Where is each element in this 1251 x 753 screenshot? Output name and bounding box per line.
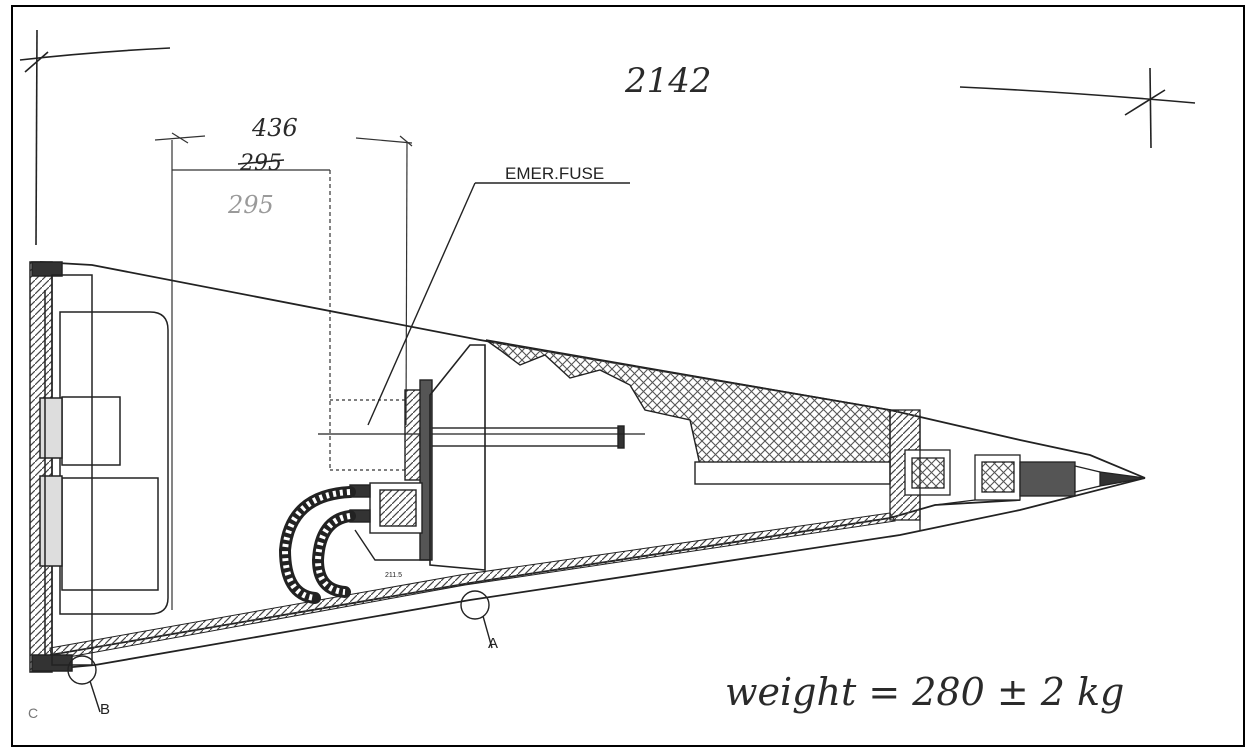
cable-loops bbox=[278, 486, 356, 604]
margin-mark: C bbox=[28, 705, 38, 721]
page-frame bbox=[11, 5, 1245, 747]
nose-equipment bbox=[889, 409, 1146, 530]
emer-fuse-leader bbox=[367, 182, 630, 426]
dimension-436-label: 436 bbox=[251, 114, 298, 142]
detail-b-label: B bbox=[100, 701, 110, 718]
fuse-rod bbox=[318, 379, 645, 561]
weight-note: weight = 280 ± 2 kg bbox=[725, 670, 1124, 714]
shell-hatched-band bbox=[49, 512, 896, 661]
overall-dimension-marks bbox=[19, 29, 1196, 246]
strike-through bbox=[237, 159, 285, 165]
small-dimension-label: 211.5 bbox=[385, 572, 402, 579]
equipment-boxes bbox=[39, 290, 169, 655]
detail-markers bbox=[67, 590, 493, 713]
aft-bulkhead bbox=[29, 261, 93, 673]
charge-tube bbox=[694, 461, 891, 485]
emer-fuse-label: EMER.FUSE bbox=[505, 164, 604, 183]
detail-a-label: A bbox=[488, 635, 498, 652]
fuse-assembly bbox=[349, 482, 430, 561]
inner-bulkhead bbox=[429, 344, 486, 571]
dimension-lines bbox=[154, 132, 413, 610]
overall-length-label: 2142 bbox=[624, 61, 712, 101]
dimension-295-faint-label: 295 bbox=[227, 191, 274, 219]
